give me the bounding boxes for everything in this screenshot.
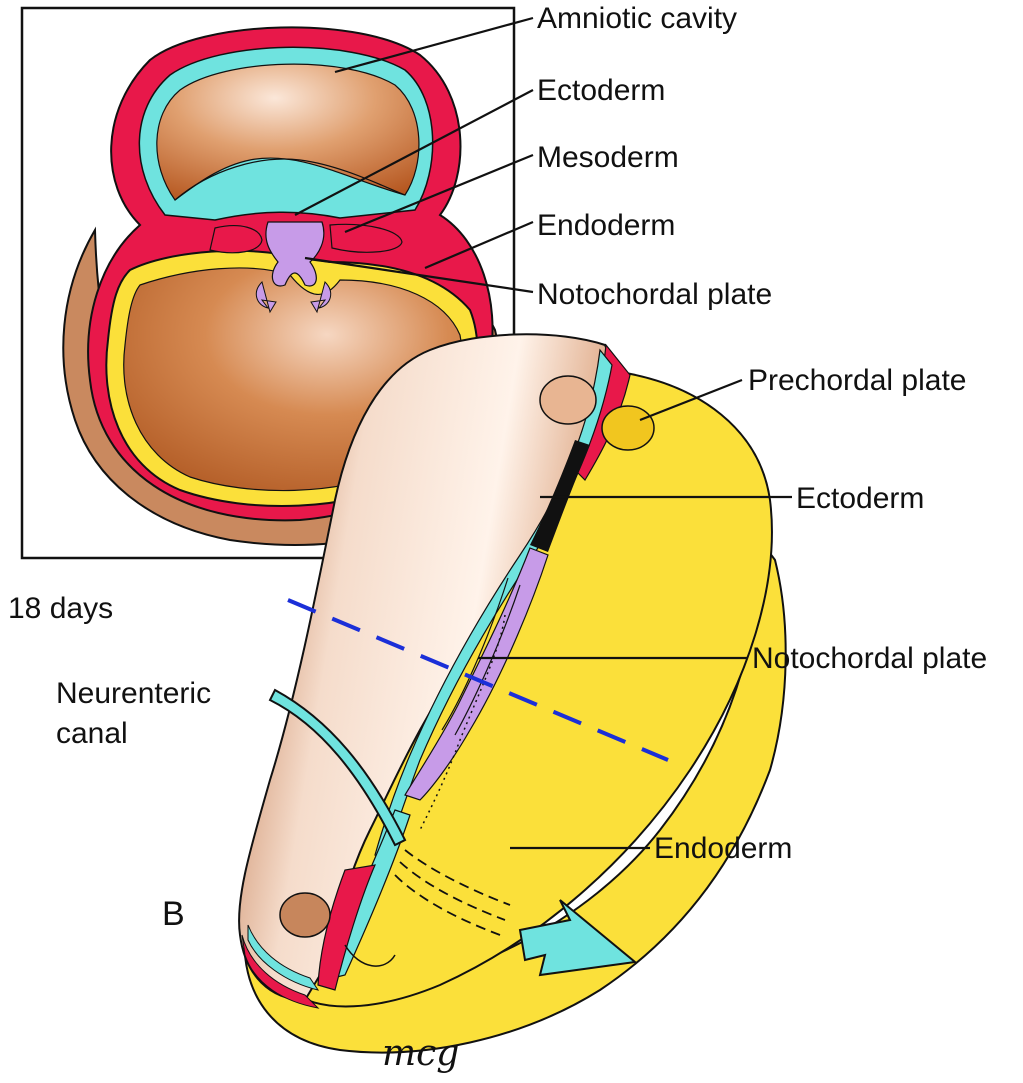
label-notochordal-plate: Notochordal plate <box>752 642 987 675</box>
label-notochordal-plate-inset: Notochordal plate <box>537 278 772 311</box>
label-mesoderm: Mesoderm <box>537 141 679 174</box>
label-ectoderm-inset: Ectoderm <box>537 74 665 107</box>
panel-letter: B <box>162 895 185 933</box>
label-endoderm: Endoderm <box>654 832 792 865</box>
label-prechordal-plate: Prechordal plate <box>748 364 966 397</box>
label-neurenteric-line1: Neurenteric <box>56 677 211 710</box>
label-ectoderm: Ectoderm <box>796 482 924 515</box>
stage-label: 18 days <box>8 592 113 625</box>
artist-signature: mcg <box>382 1033 459 1074</box>
label-endoderm-inset: Endoderm <box>537 209 675 242</box>
label-neurenteric-line2: canal <box>56 717 128 750</box>
label-amniotic-cavity: Amniotic cavity <box>537 2 737 35</box>
